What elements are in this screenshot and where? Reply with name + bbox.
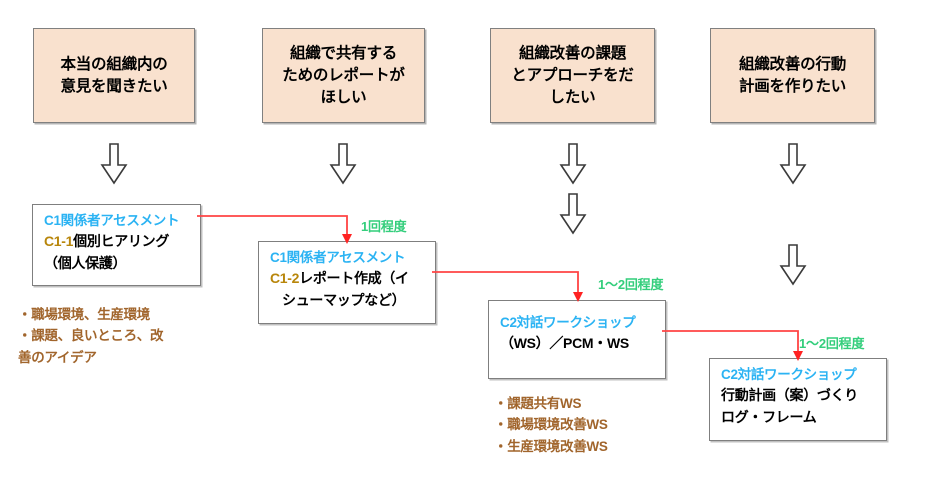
flow-arrow-col2-a: [328, 143, 358, 185]
notes-c1-1-line-2: ・課題、良いところ、改: [18, 328, 164, 344]
flow-arrow-col4-a: [778, 143, 808, 185]
goal-4-line-1: 組織改善の行動: [738, 55, 847, 73]
process-c1-2-heading: C1関係者アセスメント: [270, 250, 406, 265]
process-c1-1-body-text-1: 個別ヒアリング: [73, 233, 170, 250]
process-c1-2-code: C1-2: [270, 270, 300, 287]
notes-c1-1-line-1: ・職場環境、生産環境: [18, 307, 150, 322]
process-c1-2-body-line-2: シューマップなど）: [282, 291, 406, 308]
goal-box-1-text: 本当の組織内の 意見を聞きたい: [60, 54, 167, 98]
goal-box-3-text: 組織改善の課題 とアプローチをだ したい: [511, 43, 634, 109]
notes-c2-ws-line-2: ・職場環境改善WS: [494, 417, 608, 433]
process-box-c2-plan[interactable]: C2対話ワークショップ 行動計画（案）づくり ログ・フレーム: [709, 358, 887, 441]
notes-c1-1-line-3: 善のアイデア: [18, 349, 97, 365]
flow-arrow-col4-b: [778, 244, 808, 286]
process-c1-1-body-line-2: （個人保護）: [44, 254, 127, 271]
process-c1-2-body-line-1: C1-2レポート作成（イ: [270, 268, 426, 289]
flow-arrow-col3-b: [558, 193, 588, 235]
process-c2-plan-heading: C2対話ワークショップ: [721, 367, 857, 382]
process-box-c1-1[interactable]: C1関係者アセスメント C1-1個別ヒアリング （個人保護）: [32, 204, 201, 286]
goal-box-4[interactable]: 組織改善の行動 計画を作りたい: [710, 28, 875, 123]
process-box-c2-ws[interactable]: C2対話ワークショップ （WS）／PCM・WS: [488, 300, 666, 379]
process-c2-ws-heading: C2対話ワークショップ: [500, 315, 636, 330]
frequency-label-1: 1回程度: [361, 219, 407, 234]
notes-c2-ws-line-1: ・課題共有WS: [494, 396, 582, 411]
process-c2-ws-body-line-1: （WS）／PCM・WS: [500, 335, 629, 352]
process-c1-2-body-text-1: レポート作成（イ: [299, 270, 409, 287]
goal-1-line-2: 意見を聞きたい: [60, 77, 168, 95]
flow-arrow-col3-a: [558, 143, 588, 185]
goal-box-2-text: 組織で共有する ためのレポートが ほしい: [282, 43, 405, 109]
process-c1-1-body-line-1: C1-1個別ヒアリング: [44, 231, 191, 252]
goal-3-line-2: とアプローチをだ: [511, 66, 634, 84]
goal-3-line-1: 組織改善の課題: [518, 44, 627, 62]
flow-arrow-col1-a: [99, 143, 129, 185]
goal-4-line-2: 計画を作りたい: [738, 77, 847, 95]
goal-box-1[interactable]: 本当の組織内の 意見を聞きたい: [33, 28, 195, 123]
process-box-c1-2[interactable]: C1関係者アセスメント C1-2レポート作成（イ シューマップなど）: [258, 241, 436, 324]
notes-c1-1: ・職場環境、生産環境 ・課題、良いところ、改 善のアイデア: [18, 304, 218, 368]
goal-box-4-text: 組織改善の行動 計画を作りたい: [739, 54, 846, 98]
frequency-label-2: 1〜2回程度: [598, 277, 664, 292]
process-c1-1-heading: C1関係者アセスメント: [44, 213, 180, 228]
notes-c2-ws: ・課題共有WS ・職場環境改善WS ・生産環境改善WS: [494, 393, 694, 457]
goal-2-line-1: 組織で共有する: [289, 44, 398, 62]
process-c2-plan-body-line-2: ログ・フレーム: [721, 408, 817, 425]
notes-c2-ws-line-3: ・生産環境改善WS: [494, 438, 608, 454]
goal-2-line-2: ためのレポートが: [282, 66, 405, 84]
goal-box-3[interactable]: 組織改善の課題 とアプローチをだ したい: [490, 28, 655, 123]
goal-1-line-1: 本当の組織内の: [60, 55, 168, 73]
goal-2-line-3: ほしい: [320, 88, 367, 106]
goal-3-line-3: したい: [549, 88, 596, 106]
process-c2-plan-body-line-1: 行動計画（案）づくり: [721, 387, 858, 404]
process-c1-1-code: C1-1: [44, 233, 74, 250]
goal-box-2[interactable]: 組織で共有する ためのレポートが ほしい: [262, 28, 425, 123]
frequency-label-3: 1〜2回程度: [799, 336, 865, 351]
